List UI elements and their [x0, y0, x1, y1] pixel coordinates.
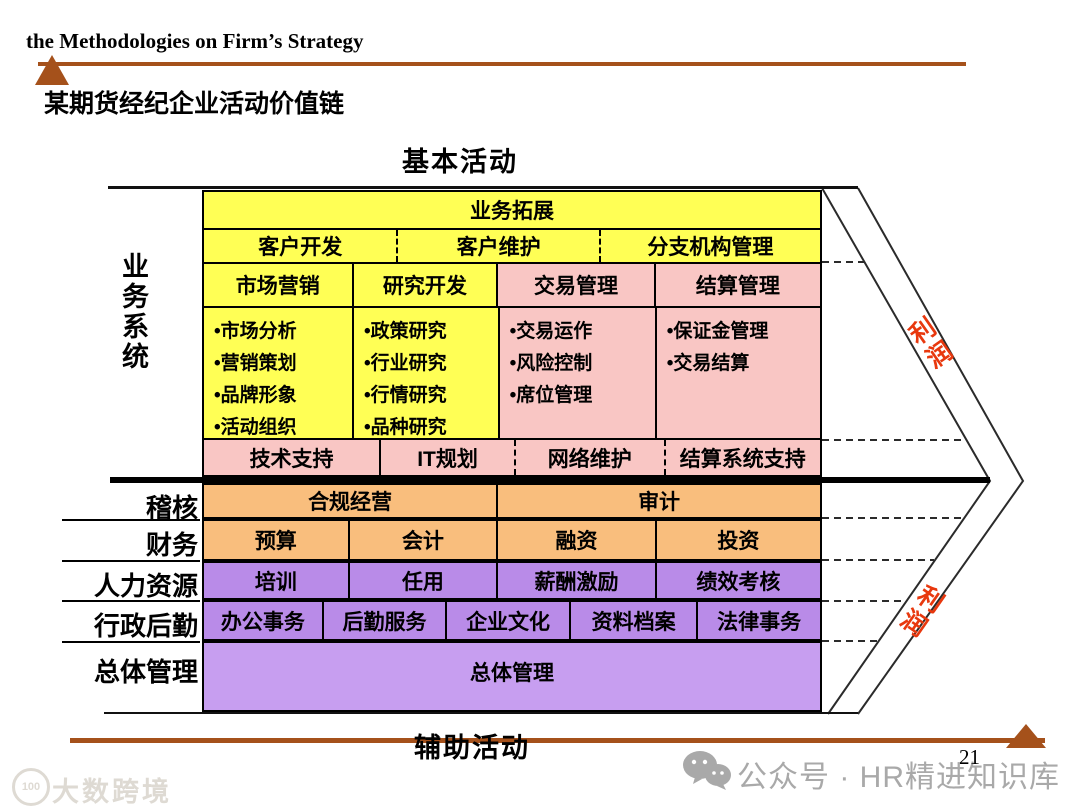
row-tech-support: 技术支持 IT规划 网络维护 结算系统支持	[202, 438, 822, 477]
cell-marketing-details: •市场分析 •营销策划 •品牌形象 •活动组织	[204, 308, 353, 438]
bullet-item: •营销策划	[214, 353, 297, 374]
top-triangle-icon	[35, 55, 69, 85]
label-separator	[62, 641, 200, 643]
row-primary-headers: 市场营销 研究开发 交易管理 结算管理	[202, 262, 822, 308]
cell-marketing: 市场营销	[204, 264, 352, 306]
primary-support-divider	[110, 477, 990, 483]
diagram-bottom-line	[104, 712, 858, 714]
row-admin: 办公事务 后勤服务 企业文化 资料档案 法律事务	[202, 600, 822, 641]
bullet-item: •交易运作	[509, 321, 593, 342]
top-rule	[38, 62, 966, 66]
bottom-triangle-icon	[1006, 724, 1046, 748]
label-hr: 人力资源	[93, 571, 198, 601]
row-finance: 预算 会计 融资 投资	[202, 519, 822, 561]
bullet-item: •品牌形象	[214, 385, 297, 406]
cell-legal-affairs: 法律事务	[696, 602, 820, 639]
cell-appointment: 任用	[347, 563, 497, 598]
cell-financing: 融资	[496, 521, 654, 559]
cell-trading-details: •交易运作 •风险控制 •席位管理	[497, 308, 655, 438]
row-primary-details: •市场分析 •营销策划 •品牌形象 •活动组织 •政策研究 •行业研究 •行情研…	[202, 306, 822, 440]
cell-training: 培训	[254, 570, 297, 594]
cell-settlement-system-support: 结算系统支持	[663, 440, 820, 475]
cell-general-management: 总体管理	[470, 662, 554, 685]
bullet-item: •活动组织	[214, 417, 297, 438]
cell-budget: 预算	[254, 530, 297, 553]
bullet-item: •席位管理	[509, 385, 593, 406]
cell-settlement: 结算管理	[653, 264, 820, 306]
primary-activities-label: 基本活动	[402, 147, 518, 177]
cell-customer-development: 客户开发	[258, 236, 343, 259]
bullet-item: •保证金管理	[666, 321, 769, 342]
label-separator	[62, 600, 200, 602]
brand-watermark-text: 大数跨境	[52, 777, 172, 807]
cell-network-maintenance: 网络维护	[513, 440, 664, 475]
cell-corporate-culture: 企业文化	[445, 602, 569, 639]
bullet-item: •市场分析	[214, 321, 297, 342]
cell-accounting: 会计	[347, 521, 497, 559]
label-general: 总体管理	[93, 657, 198, 687]
cell-compliance: 合规经营	[308, 491, 393, 514]
support-activities-label: 辅助活动	[414, 733, 530, 763]
label-finance: 财务	[145, 530, 198, 560]
cell-it-planning: IT规划	[379, 440, 514, 475]
cell-logistics-service: 后勤服务	[321, 602, 446, 639]
cell-research-details: •政策研究 •行业研究 •行情研究 •品种研究	[352, 308, 498, 438]
label-separator	[62, 560, 200, 562]
bottom-rule	[70, 738, 1045, 743]
wechat-icon	[681, 749, 733, 796]
diagram-top-line	[108, 186, 858, 189]
row-general-management: 总体管理	[202, 641, 822, 712]
label-separator	[62, 519, 200, 521]
bullet-item: •行情研究	[364, 385, 447, 406]
bullet-item: •交易结算	[666, 353, 750, 374]
cell-business-expansion: 业务拓展	[470, 200, 554, 223]
brand-logo-icon: 100	[12, 768, 50, 806]
wechat-watermark-text: 公众号 · HR精进知识库	[737, 761, 1060, 794]
bullet-item: •品种研究	[364, 417, 447, 438]
bullet-item: •行业研究	[364, 353, 447, 374]
page-title: the Methodologies on Firm’s Strategy	[26, 29, 364, 53]
cell-tech-support: 技术支持	[249, 447, 334, 471]
cell-investment: 投资	[654, 521, 820, 559]
cell-internal-audit: 审计	[496, 485, 820, 517]
cell-archives: 资料档案	[568, 602, 697, 639]
cell-branch-management: 分支机构管理	[598, 230, 820, 262]
cell-performance: 绩效考核	[654, 563, 820, 598]
bullet-item: •政策研究	[364, 321, 447, 342]
slide-title: 某期货经纪企业活动价值链	[44, 90, 345, 118]
cell-compensation: 薪酬激励	[496, 563, 654, 598]
row-audit: 合规经营 审计	[202, 483, 822, 519]
cell-trading: 交易管理	[496, 264, 654, 306]
cell-settlement-details: •保证金管理 •交易结算	[654, 308, 820, 438]
bullet-item: •风险控制	[509, 353, 593, 374]
label-admin: 行政后勤	[93, 611, 198, 641]
label-audit: 稽核	[145, 493, 198, 523]
label-business-system: 业务系统	[122, 252, 149, 372]
row-hr: 培训 任用 薪酬激励 绩效考核	[202, 561, 822, 600]
row-expansion-items: 客户开发 客户维护 分支机构管理	[202, 228, 822, 264]
cell-research: 研究开发	[351, 264, 497, 306]
cell-office-affairs: 办公事务	[220, 610, 305, 634]
cell-customer-maintenance: 客户维护	[396, 230, 598, 262]
row-business-expansion: 业务拓展	[202, 190, 822, 230]
page-number: 21	[959, 745, 980, 769]
